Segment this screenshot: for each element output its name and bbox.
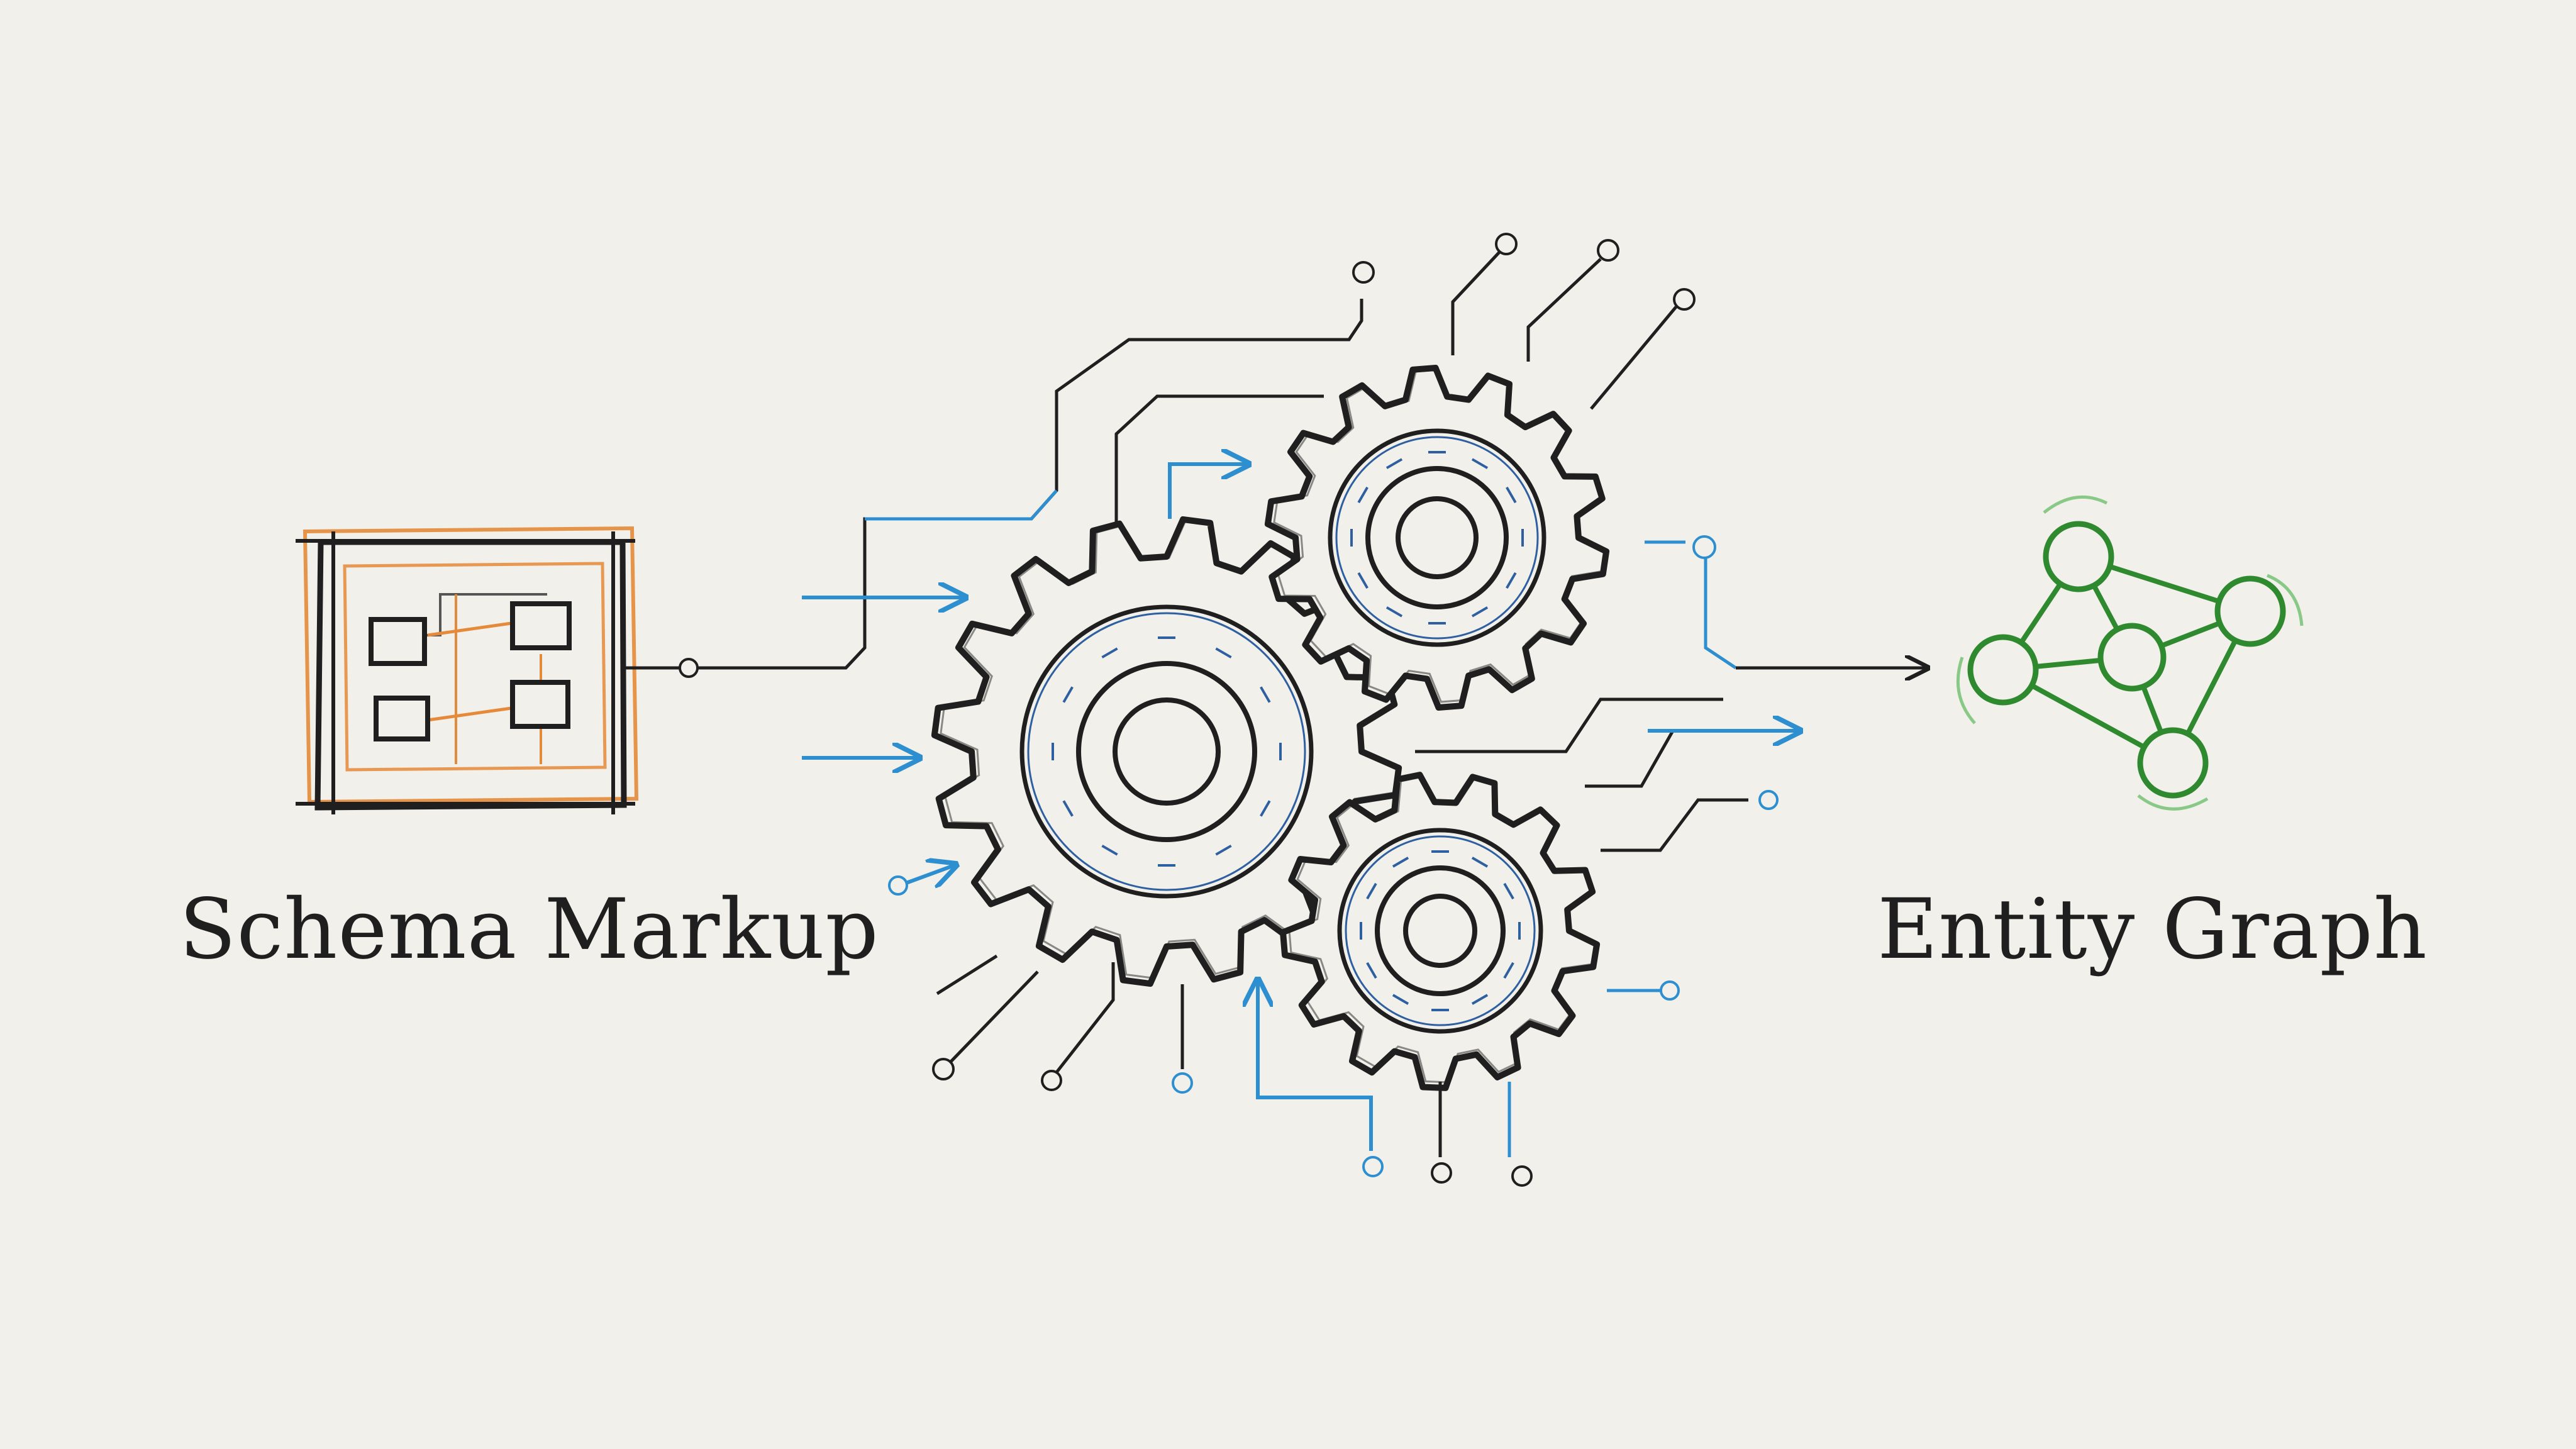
- gear-bottom: [1280, 772, 1601, 1091]
- gears-icon: [931, 365, 1610, 1091]
- gear-large: [931, 516, 1402, 987]
- output-connector: [1415, 535, 1928, 852]
- circuit-leads: [932, 233, 1696, 1187]
- gear-top: [1264, 365, 1610, 711]
- entity-graph-icon: [1956, 495, 2304, 811]
- schema-document-icon: [296, 526, 639, 814]
- input-connector: [624, 261, 1375, 678]
- entity-graph-label: Entity Graph: [1877, 881, 2428, 978]
- schema-markup-label: Schema Markup: [179, 881, 879, 978]
- incoming-arrows: [802, 464, 1371, 896]
